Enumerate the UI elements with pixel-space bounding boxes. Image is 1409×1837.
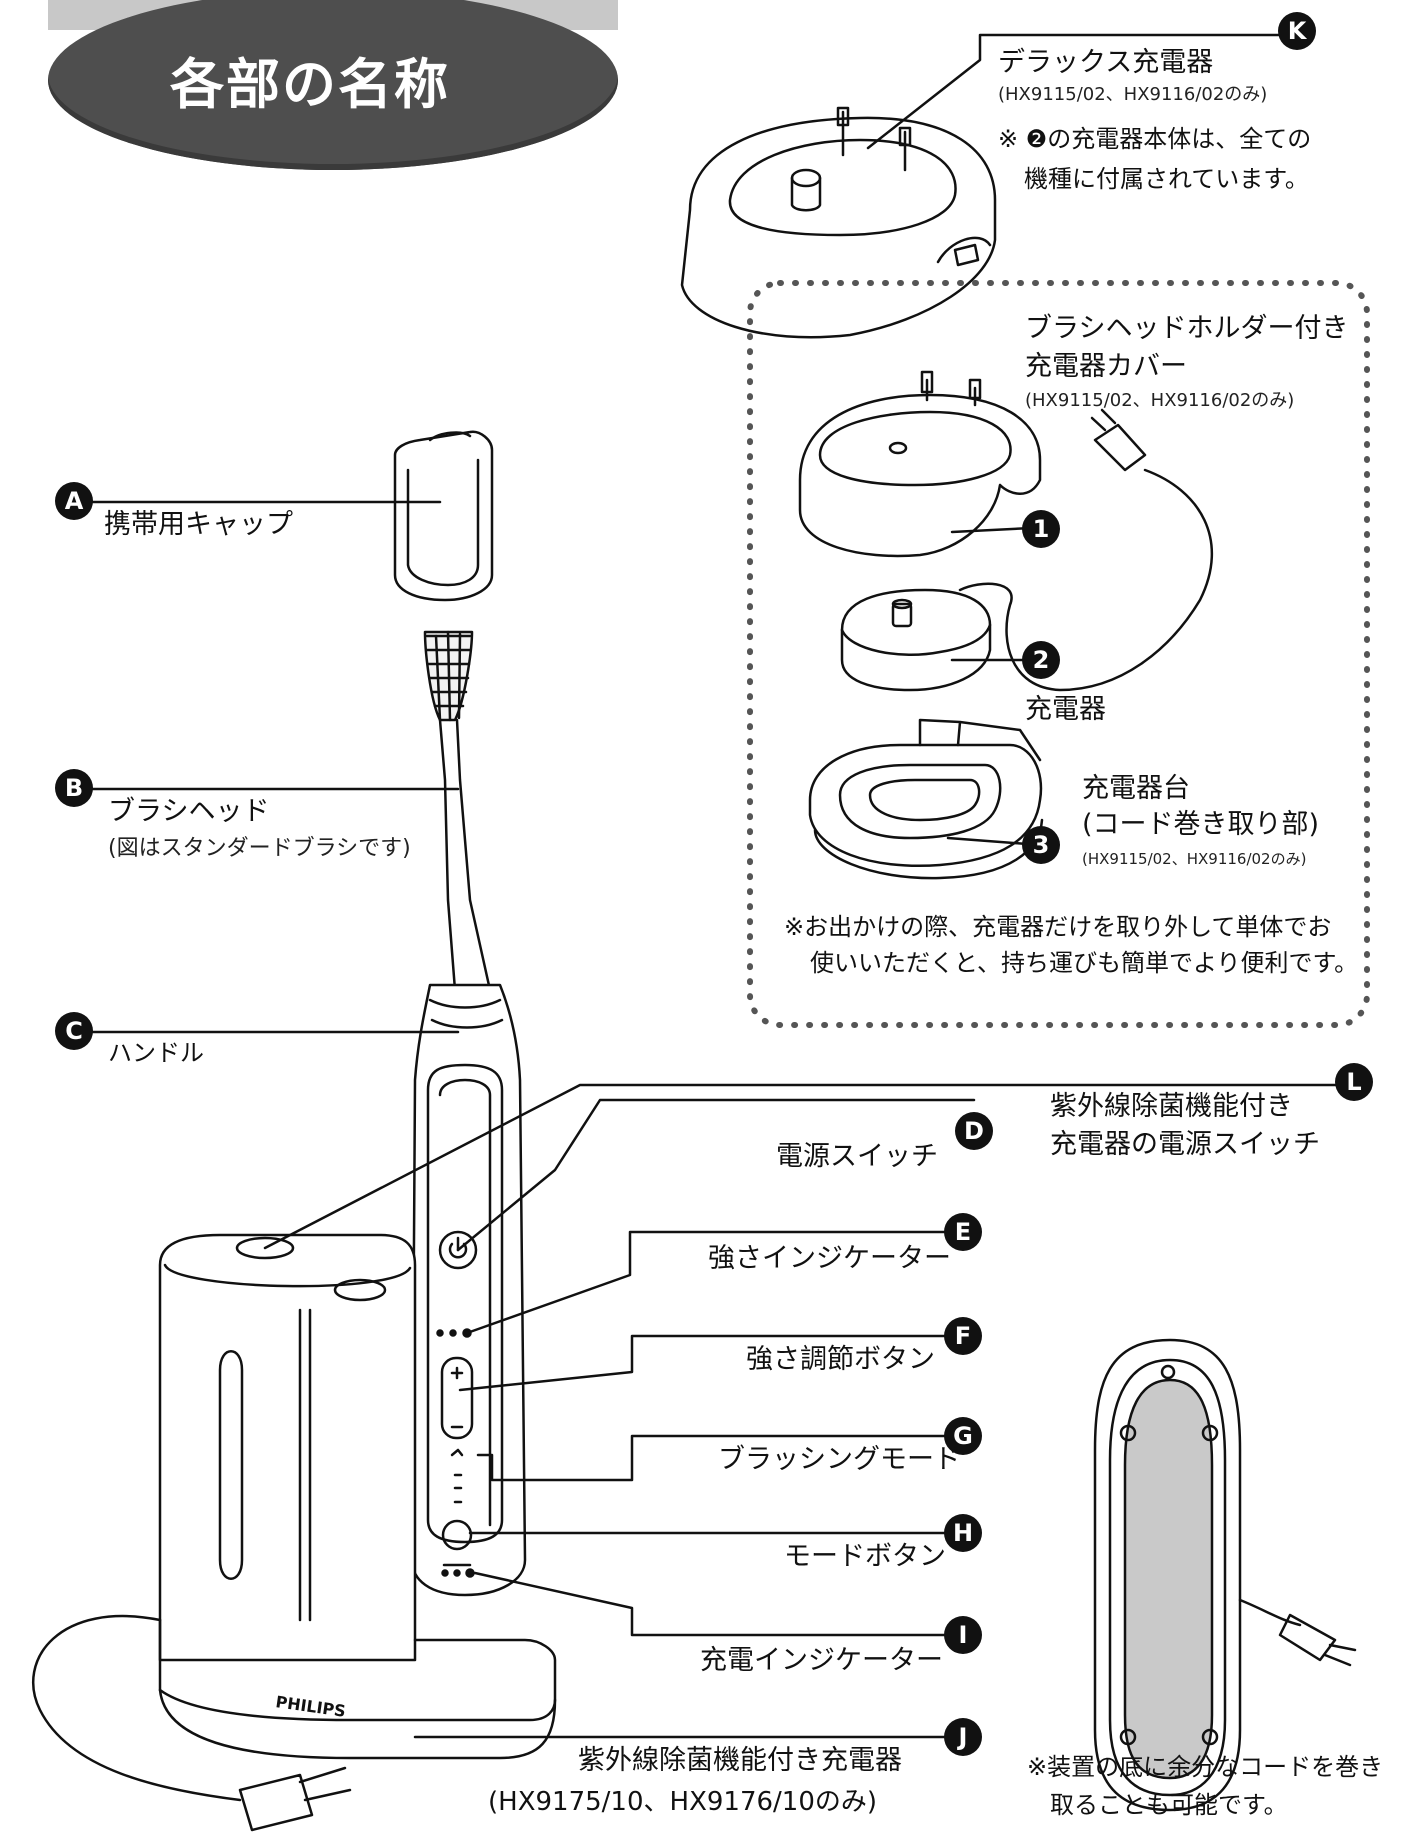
- label-brushing-mode: ブラッシングモード: [718, 1444, 961, 1475]
- label-brush-head: ブラシヘッド: [108, 796, 270, 827]
- handle-drawing: [410, 983, 527, 1597]
- badge-1: 1: [1022, 510, 1060, 548]
- label-deluxe-charger: デラックス充電器: [998, 47, 1214, 78]
- deluxe-charger-drawing: [680, 106, 997, 339]
- uv-charger-drawing: PHILIPS: [31, 1233, 557, 1832]
- inset-footnote-line2: 使いいただくと、持ち運びも簡単でより便利です。: [810, 949, 1359, 977]
- badge-b: B: [55, 769, 93, 807]
- label-travel-cap: 携帯用キャップ: [104, 509, 293, 540]
- badge-i: I: [944, 1616, 982, 1654]
- label-charger-base-line1: 充電器台: [1082, 773, 1190, 804]
- label-deluxe-note-line2: 機種に付属されています。: [1024, 165, 1309, 193]
- badge-d: D: [955, 1112, 993, 1150]
- label-uv-charger-note: (HX9175/10、HX9176/10のみ): [488, 1787, 878, 1817]
- badge-c: C: [55, 1012, 93, 1050]
- brand-logo: PHILIPS: [274, 1692, 346, 1721]
- badge-j: J: [944, 1718, 982, 1756]
- charger-bottom-view-drawing: [1093, 1338, 1357, 1812]
- brush-head-drawing: [423, 630, 492, 992]
- badge-g: G: [944, 1417, 982, 1455]
- label-brush-head-note: (図はスタンダードブラシです): [108, 836, 411, 861]
- inset-border: [747, 280, 1370, 1028]
- label-uv-power-switch-line1: 紫外線除菌機能付き: [1050, 1091, 1293, 1122]
- label-charger-base-line2: (コード巻き取り部): [1082, 809, 1320, 840]
- badge-l: L: [1335, 1063, 1373, 1101]
- badge-a: A: [55, 482, 93, 520]
- title-banner: [48, 0, 618, 170]
- badge-3: 3: [1022, 826, 1060, 864]
- charger-cover-drawing: [798, 370, 1042, 558]
- inset-power-cord: [958, 408, 1214, 692]
- charger-drawing: [840, 588, 992, 692]
- badge-f: F: [944, 1317, 982, 1355]
- bottom-note-line1: ※装置の底に余分なコードを巻き: [1027, 1753, 1384, 1781]
- inset-title-note: (HX9115/02、HX9116/02のみ): [1025, 390, 1295, 411]
- badge-e: E: [944, 1213, 982, 1251]
- label-power-switch: 電源スイッチ: [776, 1141, 938, 1172]
- label-charge-indicator: 充電インジケーター: [700, 1645, 943, 1676]
- label-intensity-button: 強さ調節ボタン: [746, 1344, 935, 1375]
- label-intensity-indicator: 強さインジケーター: [708, 1243, 951, 1274]
- label-charger: 充電器: [1025, 694, 1106, 725]
- label-handle: ハンドル: [108, 1039, 204, 1067]
- label-charger-base-note: (HX9115/02、HX9116/02のみ): [1082, 850, 1307, 868]
- label-uv-power-switch-line2: 充電器の電源スイッチ: [1050, 1129, 1320, 1160]
- label-uv-charger: 紫外線除菌機能付き充電器: [578, 1745, 902, 1776]
- badge-k: K: [1278, 12, 1316, 50]
- label-deluxe-note-line1: ※ ❷の充電器本体は、全ての: [998, 125, 1312, 153]
- badge-2: 2: [1022, 641, 1060, 679]
- inset-title-line2: 充電器カバー: [1025, 351, 1187, 382]
- page-title: 各部の名称: [170, 53, 450, 116]
- inset-title-line1: ブラシヘッドホルダー付き: [1025, 313, 1349, 344]
- badge-h: H: [944, 1514, 982, 1552]
- inset-footnote-line1: ※お出かけの際、充電器だけを取り外して単体でお: [784, 913, 1332, 941]
- label-mode-button: モードボタン: [784, 1541, 946, 1572]
- bottom-note-line2: 取ることも可能です。: [1050, 1791, 1288, 1819]
- charger-base-drawing: [808, 718, 1044, 880]
- travel-cap-drawing: [393, 430, 494, 602]
- label-deluxe-charger-note: (HX9115/02、HX9116/02のみ): [998, 84, 1268, 105]
